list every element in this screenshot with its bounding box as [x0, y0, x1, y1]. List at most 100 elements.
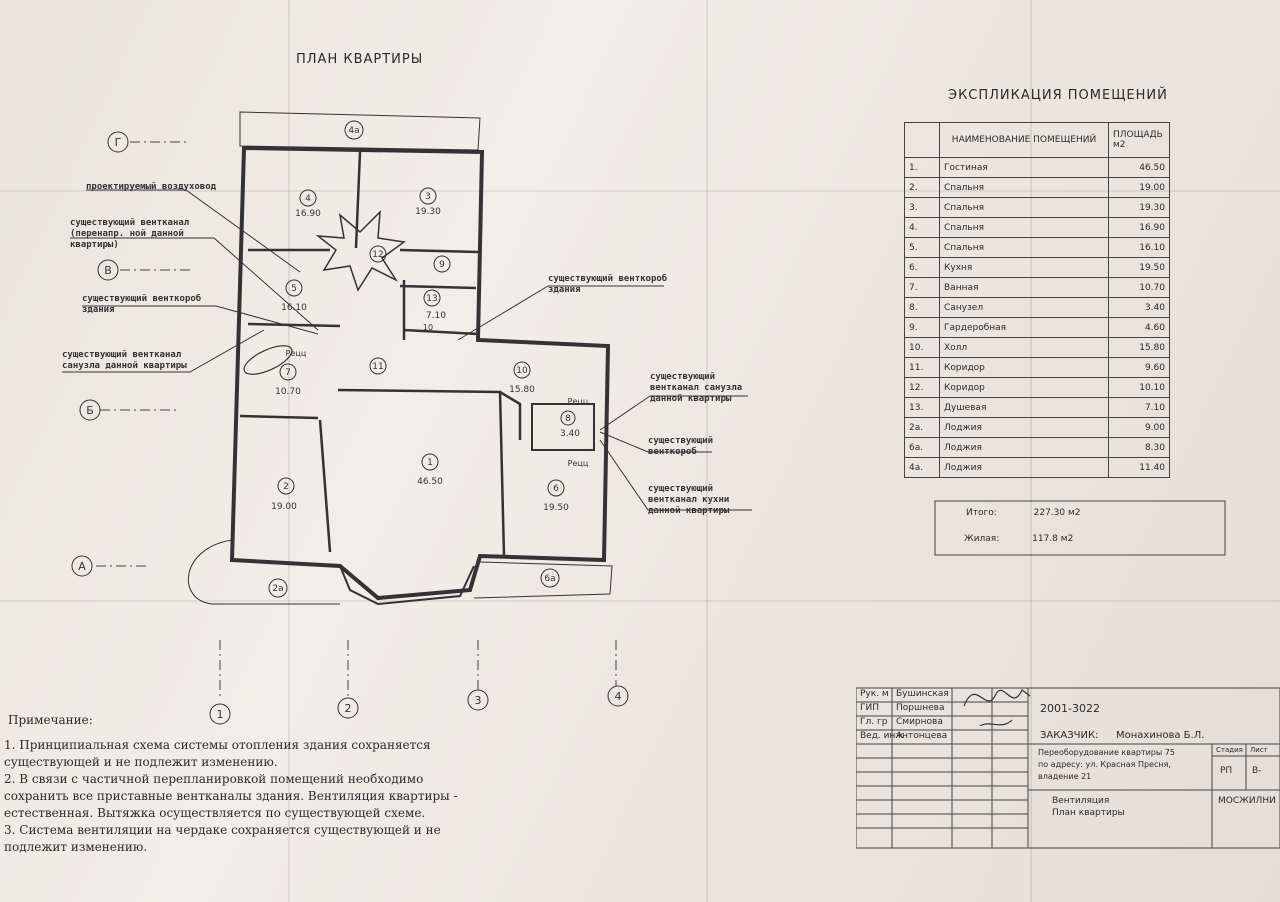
- room-marker: 516.10: [281, 279, 307, 313]
- table-header: НАИМЕНОВАНИЕ ПОМЕЩЕНИЙ ПЛОЩАДЬ м2: [904, 122, 1170, 158]
- description-line: по адресу: ул. Красная Пресня,: [1038, 760, 1171, 769]
- table-cell-name: Спальня: [939, 197, 1109, 218]
- organization: МОСЖИЛНИ: [1218, 796, 1276, 806]
- table-cell-name: Душевая: [939, 397, 1109, 418]
- svg-text:2: 2: [283, 482, 289, 492]
- svg-text:2а: 2а: [272, 584, 283, 594]
- table-cell-n: 3.: [904, 197, 940, 218]
- note-line: существующей и не подлежит изменению.: [4, 755, 278, 769]
- axis-label: 3: [475, 694, 482, 707]
- table-cell-area: 10.70: [1108, 277, 1170, 298]
- room-marker: 219.00: [271, 477, 297, 512]
- table-cell-area: 8.30: [1108, 437, 1170, 458]
- leader-line: [62, 329, 265, 373]
- note-line: сохранить все приставные вентканалы здан…: [4, 789, 458, 803]
- annotation-vent-box: существующий венткороб здания: [82, 294, 202, 315]
- project-code: 2001-3022: [1040, 702, 1100, 715]
- living-label: Жилая:: [964, 534, 1000, 544]
- wc-room: [531, 403, 595, 451]
- table-cell-n: 2а.: [904, 417, 940, 438]
- outer-wall: [229, 145, 611, 601]
- table-cell-area: 19.50: [1108, 257, 1170, 278]
- table-cell-n: 10.: [904, 337, 940, 358]
- table-cell-name: Санузел: [939, 297, 1109, 318]
- room-marker: 137.10: [423, 289, 446, 321]
- table-cell-n: 1.: [904, 157, 940, 178]
- living-unit: м2: [1060, 534, 1074, 544]
- client-name: Монахинова Б.Л.: [1116, 730, 1205, 741]
- svg-text:1: 1: [427, 458, 433, 468]
- svg-text:15.80: 15.80: [509, 385, 535, 395]
- axis-label: В: [104, 264, 112, 277]
- loggia-4a: [239, 111, 481, 151]
- header-name: НАИМЕНОВАНИЕ ПОМЕЩЕНИЙ: [939, 122, 1109, 158]
- svg-text:7.10: 7.10: [426, 311, 446, 321]
- room-marker: 619.50: [543, 479, 569, 513]
- explication-title: ЭКСПЛИКАЦИЯ ПОМЕЩЕНИЙ: [948, 88, 1168, 103]
- axis-label: 4: [615, 690, 622, 703]
- description-line: владение 21: [1038, 772, 1092, 781]
- room-marker: 416.90: [295, 189, 321, 219]
- table-cell-area: 9.60: [1108, 357, 1170, 378]
- axis-marker: [107, 131, 129, 153]
- stamp-name: Смирнова: [896, 717, 943, 727]
- total-label: Итого:: [966, 508, 997, 518]
- note-line: подлежит изменению.: [4, 840, 148, 854]
- svg-text:5: 5: [291, 284, 297, 294]
- stamp-role: Вед. инж: [860, 731, 904, 741]
- annotation-wc-channel-right: существующий вентканал санузла данной кв…: [650, 372, 743, 404]
- annotation-kitchen-channel: существующий вентканал кухни данной квар…: [648, 484, 730, 516]
- annotation-wc-channel: существующий вентканал санузла данной кв…: [62, 350, 187, 371]
- interior-wall: [239, 151, 522, 557]
- leader-line: [599, 431, 712, 453]
- table-cell-n: 5.: [904, 237, 940, 258]
- stage-value: РП: [1220, 766, 1233, 776]
- axis-marker: [337, 697, 359, 719]
- svg-text:19.30: 19.30: [415, 207, 441, 217]
- table-cell-n: 7.: [904, 277, 940, 298]
- table-cell-name: Гардеробная: [939, 317, 1109, 338]
- small-label: 10: [423, 323, 433, 332]
- total-row: Итого: 227.30 м2: [966, 508, 1081, 518]
- svg-text:12: 12: [372, 250, 383, 260]
- table-cell-name: Спальня: [939, 217, 1109, 238]
- stamp-name: Антонцева: [896, 731, 948, 741]
- room-marker: 12: [369, 245, 387, 263]
- svg-text:19.50: 19.50: [543, 503, 569, 513]
- table-cell-n: 9.: [904, 317, 940, 338]
- axis-label: 1: [217, 708, 224, 721]
- notes-title: Примечание:: [8, 713, 93, 727]
- svg-text:6: 6: [553, 484, 559, 494]
- svg-text:11: 11: [372, 362, 383, 372]
- axis-marker: [97, 259, 119, 281]
- leader-line: [599, 439, 752, 511]
- axis-label: Б: [86, 404, 94, 417]
- header-area: ПЛОЩАДЬ м2: [1108, 122, 1170, 158]
- svg-text:3.40: 3.40: [560, 429, 580, 439]
- stamp-name: Бушинская: [896, 689, 949, 699]
- table-cell-area: 46.50: [1108, 157, 1170, 178]
- axis-marker: [79, 399, 101, 421]
- stamp-role: Рук. м: [860, 689, 889, 699]
- table-cell-area: 11.40: [1108, 457, 1170, 478]
- table-cell-n: 11.: [904, 357, 940, 378]
- svg-text:4: 4: [305, 194, 311, 204]
- riser-label: Рецц: [286, 349, 307, 358]
- axis-label: 2: [345, 702, 352, 715]
- sheet-title: Вентиляция: [1052, 796, 1110, 806]
- svg-text:16.10: 16.10: [281, 303, 307, 313]
- annotation-vent-box-right: существующий венткороб здания: [548, 274, 668, 295]
- fold-line: [288, 0, 290, 902]
- sheet-label: Лист: [1250, 746, 1268, 754]
- axis-marker: [467, 689, 489, 711]
- leader-line: [457, 285, 664, 341]
- table-cell-area: 16.10: [1108, 237, 1170, 258]
- table-cell-name: Кухня: [939, 257, 1109, 278]
- table-cell-n: 2.: [904, 177, 940, 198]
- plan-title: ПЛАН КВАРТИРЫ: [296, 52, 424, 67]
